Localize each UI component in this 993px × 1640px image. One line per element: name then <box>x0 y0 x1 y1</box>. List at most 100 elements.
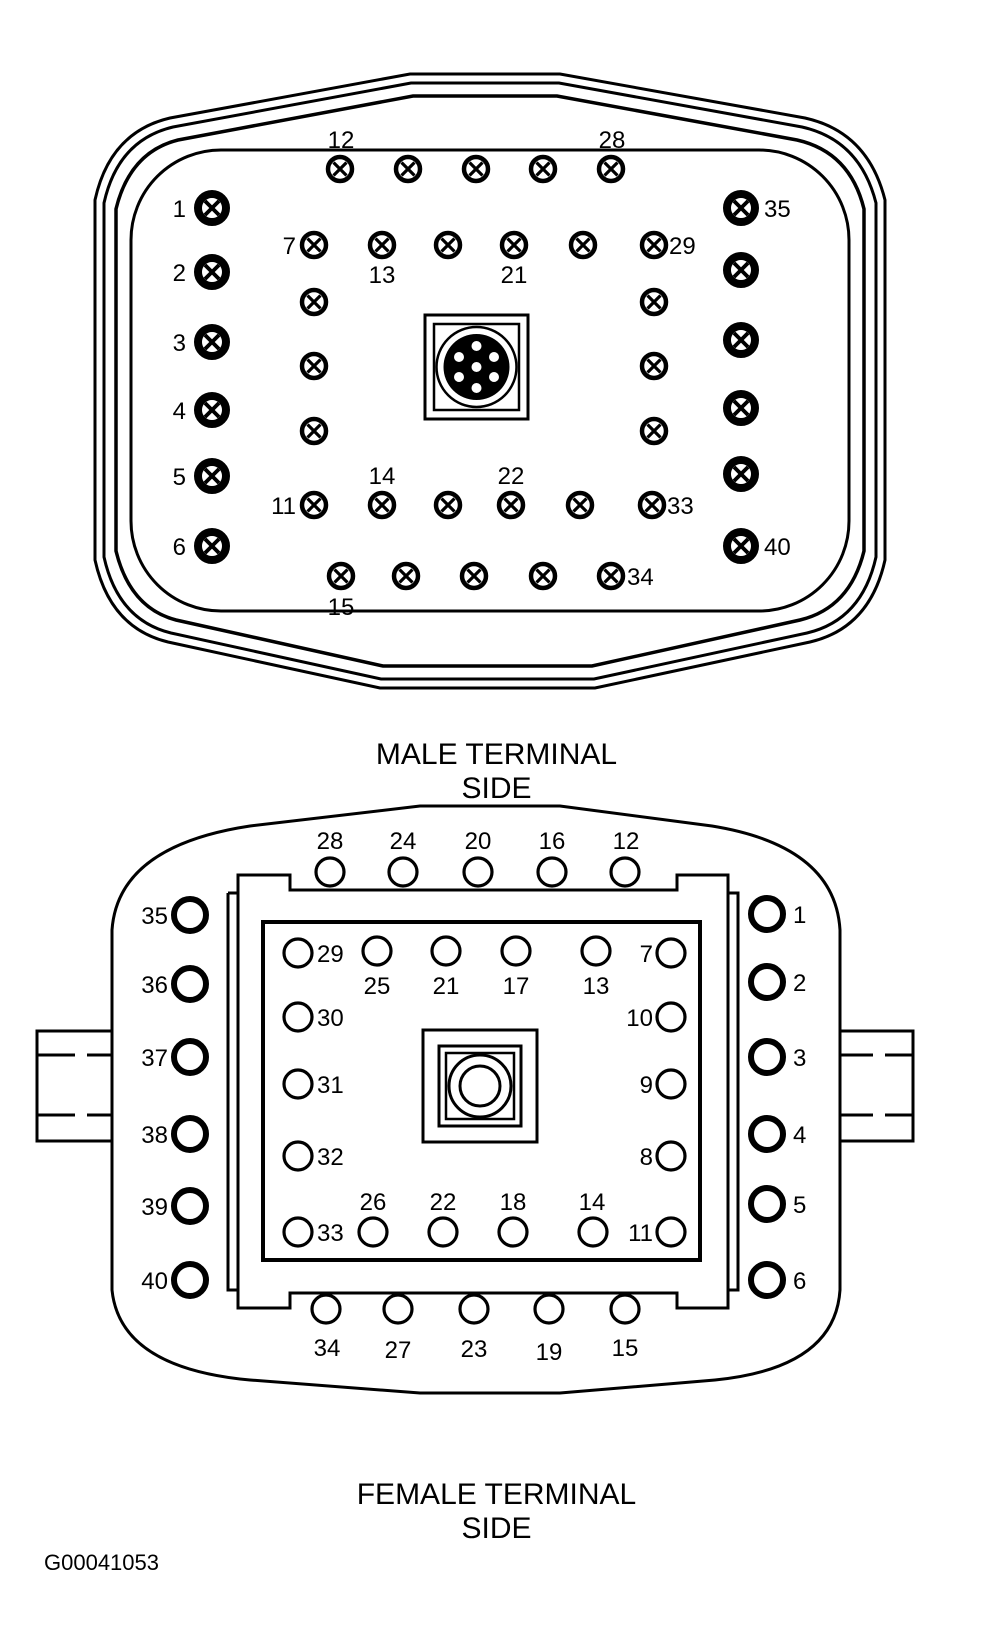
female-socket-16 <box>536 856 568 888</box>
male-face-border <box>129 148 851 613</box>
female-label-33: 33 <box>317 1220 344 1247</box>
female-pin-field <box>261 920 702 1262</box>
male-pin <box>462 564 486 588</box>
female-label-1: 1 <box>793 902 806 929</box>
female-socket-38 <box>174 1118 206 1150</box>
female-socket-28 <box>314 856 346 888</box>
female-label-29: 29 <box>317 941 344 968</box>
female-label-19: 19 <box>536 1339 563 1366</box>
male-label-4: 4 <box>173 398 186 425</box>
female-socket-26 <box>357 1216 389 1248</box>
figure-id: G00041053 <box>44 1550 159 1575</box>
female-label-27: 27 <box>385 1337 412 1364</box>
female-socket-2 <box>751 966 783 998</box>
female-label-32: 32 <box>317 1144 344 1171</box>
male-pin-6 <box>198 532 226 560</box>
male-label-12: 12 <box>328 127 355 154</box>
female-label-28: 28 <box>317 828 344 855</box>
female-socket-1 <box>751 898 783 930</box>
male-pin <box>642 354 666 378</box>
female-label-17: 17 <box>503 973 530 1000</box>
female-label-6: 6 <box>793 1268 806 1295</box>
female-socket-18 <box>497 1216 529 1248</box>
female-socket-23 <box>458 1293 490 1325</box>
male-label-40: 40 <box>764 534 791 561</box>
female-label-4: 4 <box>793 1122 806 1149</box>
female-label-14: 14 <box>579 1189 606 1216</box>
male-caption-line1: MALE TERMINAL <box>375 738 618 771</box>
male-pin-4 <box>198 396 226 424</box>
female-center-connector <box>421 1028 539 1144</box>
male-label-2: 2 <box>173 260 186 287</box>
male-connector: 1 2 3 4 5 6 7 11 12 13 14 15 21 22 28 29… <box>93 72 887 690</box>
female-label-5: 5 <box>793 1192 806 1219</box>
female-label-21: 21 <box>433 973 460 1000</box>
female-label-22: 22 <box>430 1189 457 1216</box>
male-label-6: 6 <box>173 534 186 561</box>
left-latch-tab <box>35 1029 117 1143</box>
female-socket-14 <box>577 1216 609 1248</box>
female-socket-27 <box>382 1293 414 1325</box>
female-socket-9 <box>655 1068 687 1100</box>
male-pin-2 <box>198 258 226 286</box>
female-inner-frame-step <box>226 891 740 1292</box>
right-latch-tab <box>833 1029 915 1143</box>
male-pin-29 <box>642 233 666 257</box>
female-socket-34 <box>310 1293 342 1325</box>
female-label-31: 31 <box>317 1072 344 1099</box>
male-pin-7 <box>302 233 326 257</box>
male-pin-5 <box>198 462 226 490</box>
female-inner-frame <box>236 873 730 1310</box>
male-pin <box>727 460 755 488</box>
female-label-24: 24 <box>390 828 417 855</box>
female-socket-13 <box>580 935 612 967</box>
female-socket-31 <box>282 1068 314 1100</box>
female-socket-3 <box>751 1041 783 1073</box>
male-pin <box>571 233 595 257</box>
male-label-11: 11 <box>271 493 296 520</box>
female-socket-21 <box>430 935 462 967</box>
female-socket-40 <box>174 1264 206 1296</box>
female-socket-19 <box>533 1293 565 1325</box>
male-pin-11 <box>302 493 326 517</box>
female-socket-29 <box>282 937 314 969</box>
male-pin <box>531 157 555 181</box>
female-socket-8 <box>655 1140 687 1172</box>
male-label-21: 21 <box>501 262 528 289</box>
male-pin-28 <box>599 157 623 181</box>
male-pin-35 <box>727 194 755 222</box>
male-pin-33 <box>640 493 664 517</box>
male-label-34: 34 <box>627 564 654 591</box>
male-label-1: 1 <box>173 196 186 223</box>
female-socket-6 <box>751 1264 783 1296</box>
female-label-8: 8 <box>640 1144 653 1171</box>
male-label-29: 29 <box>669 233 696 260</box>
female-socket-20 <box>462 856 494 888</box>
female-label-10: 10 <box>626 1005 653 1032</box>
female-label-15: 15 <box>612 1335 639 1362</box>
female-label-2: 2 <box>793 970 806 997</box>
female-socket-25 <box>361 935 393 967</box>
female-socket-37 <box>174 1041 206 1073</box>
female-socket-11 <box>655 1216 687 1248</box>
male-pin <box>727 394 755 422</box>
male-pin-22 <box>499 493 523 517</box>
female-label-23: 23 <box>461 1336 488 1363</box>
female-socket-32 <box>282 1140 314 1172</box>
male-label-7: 7 <box>283 233 296 260</box>
female-label-36: 36 <box>141 972 168 999</box>
female-label-9: 9 <box>640 1072 653 1099</box>
male-pin <box>568 493 592 517</box>
female-label-16: 16 <box>539 828 566 855</box>
male-pin <box>436 493 460 517</box>
male-label-28: 28 <box>599 127 626 154</box>
male-pin <box>642 419 666 443</box>
male-label-33: 33 <box>667 493 694 520</box>
female-label-3: 3 <box>793 1045 806 1072</box>
male-pin <box>531 564 555 588</box>
female-label-12: 12 <box>613 828 640 855</box>
male-pin <box>302 419 326 443</box>
female-label-20: 20 <box>465 828 492 855</box>
male-pin-14 <box>370 493 394 517</box>
